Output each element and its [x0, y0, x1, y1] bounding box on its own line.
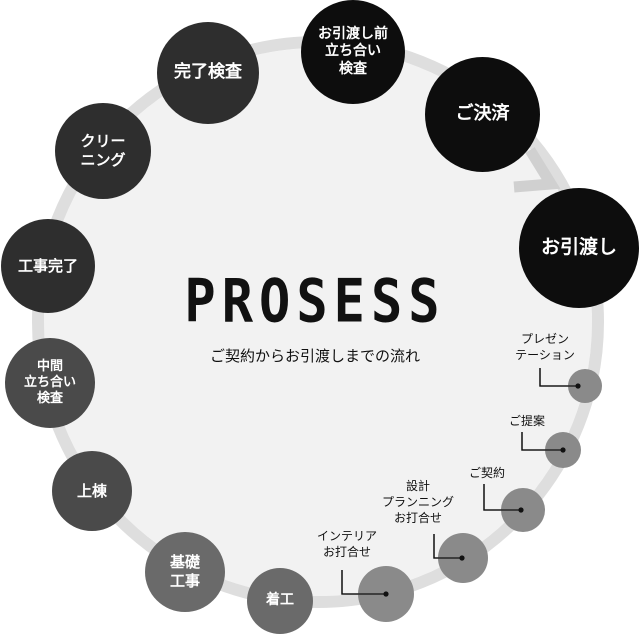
step-label: 工事完了 — [17, 256, 78, 275]
step-label: 完了検査 — [174, 62, 242, 83]
flow-arrow-icon — [513, 147, 561, 193]
leader-dot — [575, 383, 581, 389]
step-label: ご決済 — [455, 103, 510, 125]
page-title: PROSESS — [184, 267, 446, 337]
step-label: 着工 — [266, 592, 294, 609]
leader-line-overlay — [539, 368, 578, 387]
step-node: 中間 立ち合い 検査 — [5, 338, 95, 428]
substep-label: ご提案 — [508, 414, 545, 428]
step-label: 基礎 工事 — [169, 553, 200, 590]
step-node: お引渡し — [519, 188, 639, 308]
step-node: 上棟 — [52, 451, 132, 531]
substep-label: 設計 プランニング お打合せ — [381, 479, 454, 526]
leader-dot — [459, 555, 465, 561]
leader-line-overlay — [521, 432, 563, 451]
step-node: 着工 — [247, 568, 313, 634]
step-node: 基礎 工事 — [145, 532, 225, 612]
leader-line-overlay — [341, 570, 386, 595]
substep-label: プレゼン テーション — [515, 332, 575, 363]
leader-dot — [518, 507, 524, 513]
substep-label: ご契約 — [468, 466, 505, 480]
center-area — [44, 48, 592, 596]
step-label: クリー ニング — [80, 132, 126, 169]
step-label: お引渡し前 立ち合い 検査 — [318, 25, 388, 77]
step-node: クリー ニング — [55, 103, 151, 199]
page-subtitle: ご契約からお引渡しまでの流れ — [209, 347, 420, 365]
leader-line-overlay — [433, 534, 462, 559]
step-label: 上棟 — [76, 481, 107, 500]
step-label: お引渡し — [540, 236, 617, 259]
substep-label: インテリア お打合せ — [316, 529, 377, 560]
step-node: ご決済 — [425, 57, 540, 172]
step-node: お引渡し前 立ち合い 検査 — [301, 0, 405, 104]
leader-dot — [383, 591, 389, 597]
leader-line-overlay — [483, 484, 521, 511]
step-node: 工事完了 — [1, 219, 95, 313]
step-node: 完了検査 — [157, 22, 259, 124]
leader-dot — [560, 447, 566, 453]
step-label: 中間 立ち合い 検査 — [23, 358, 76, 407]
